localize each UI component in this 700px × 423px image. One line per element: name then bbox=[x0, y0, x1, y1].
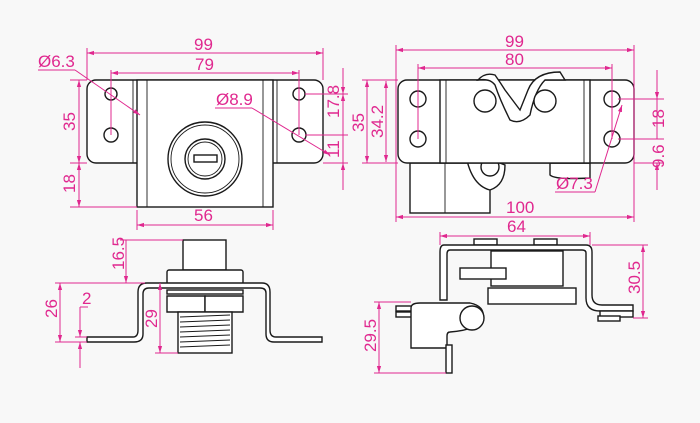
dim-hole-pitch: 18 bbox=[649, 109, 668, 128]
dim-inner-height: 34.2 bbox=[368, 105, 387, 138]
dim-bracket-height: 26 bbox=[42, 299, 61, 318]
dim-plate-height: 35 bbox=[60, 112, 79, 131]
dim-thickness: 2 bbox=[82, 289, 91, 308]
dim-body-width: 56 bbox=[194, 206, 213, 225]
dim-overall-width: 99 bbox=[194, 35, 213, 54]
release-lever bbox=[459, 267, 507, 280]
dim-large-hole-dia: Ø8.9 bbox=[216, 90, 253, 109]
dim-plate-height: 35 bbox=[349, 113, 368, 132]
bottom-left-view: 16.5 26 2 29 bbox=[42, 237, 323, 368]
dim-hole-offset: 9.6 bbox=[649, 144, 668, 168]
rivet bbox=[533, 89, 557, 113]
bracket-profile bbox=[439, 244, 634, 312]
key-cylinder bbox=[167, 121, 243, 197]
latch-tab bbox=[445, 344, 453, 374]
dim-hole-dia: Ø7.3 bbox=[556, 174, 593, 193]
dim-total-length: 100 bbox=[506, 198, 534, 217]
dim-hole-spacing: 80 bbox=[505, 50, 524, 69]
bracket-profile bbox=[86, 282, 323, 343]
dim-overall-width: 99 bbox=[505, 32, 524, 51]
dim-hole-spacing: 79 bbox=[195, 55, 214, 74]
dim-thread-height: 29 bbox=[142, 309, 161, 328]
top-right-view: 99 80 35 34.2 18 9.6 Ø7.3 100 64 bbox=[349, 32, 668, 245]
dim-hole-offset-bottom: 11 bbox=[324, 140, 343, 158]
dim-bracket-width: 64 bbox=[507, 217, 526, 236]
dim-body-height: 30.5 bbox=[625, 261, 644, 294]
dim-hole-offset-top: 17.8 bbox=[324, 85, 343, 118]
key-knob bbox=[182, 239, 227, 271]
dim-small-hole-dia: Ø6.3 bbox=[38, 52, 75, 71]
top-left-view: 99 79 Ø6.3 Ø8.9 35 18 56 17.8 11 bbox=[38, 35, 348, 230]
hex-nut bbox=[166, 295, 206, 313]
cylinder-flange bbox=[166, 269, 244, 285]
rotor-claw bbox=[476, 71, 567, 123]
rivet bbox=[473, 89, 497, 113]
dim-body-extension: 18 bbox=[60, 174, 79, 193]
pivot-pin bbox=[459, 305, 485, 331]
key-slot bbox=[193, 154, 218, 163]
dim-latch-drop: 29.5 bbox=[361, 319, 380, 352]
dim-knob-height: 16.5 bbox=[109, 237, 128, 270]
bottom-right-view: 30.5 29.5 bbox=[361, 238, 648, 374]
